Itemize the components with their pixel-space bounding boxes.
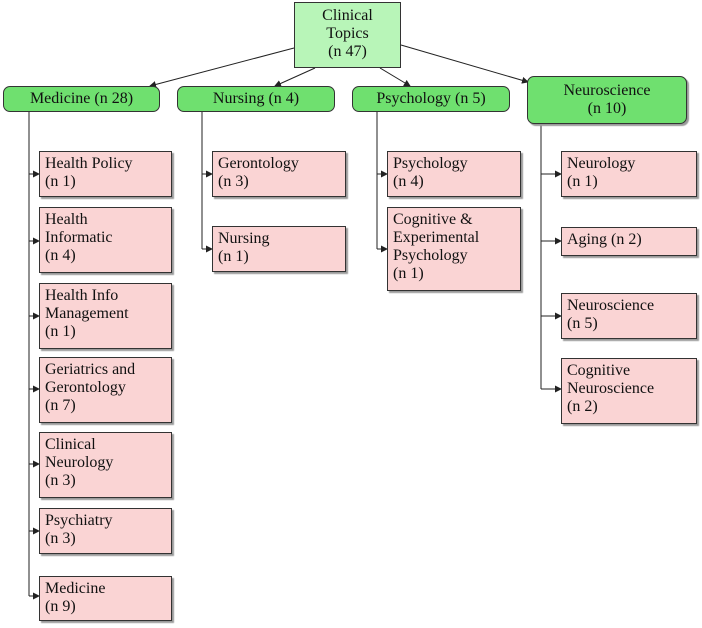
edge-root-nursing — [274, 67, 316, 87]
edge-root-psychology — [379, 67, 411, 87]
category-label: Nursing (n 4) — [212, 90, 300, 107]
leaf-label: (n 3) — [218, 173, 249, 190]
category-node-nursing: Nursing (n 4) — [177, 86, 335, 112]
leaf-label: Neuroscience — [567, 297, 655, 314]
leaf-label: (n 2) — [567, 398, 598, 415]
category-label: (n 10) — [587, 100, 627, 117]
leaf-label: (n 1) — [393, 265, 424, 282]
category-node-psychology: Psychology (n 5) — [352, 86, 510, 112]
edge-root-neuroscience — [400, 44, 529, 84]
leaf-node-clinical-neurology: Clinical Neurology (n 3) — [39, 432, 172, 498]
leaf-label: Clinical — [45, 436, 96, 453]
leaf-label: Health Policy — [45, 155, 133, 172]
leaf-label: Geriatrics and — [45, 361, 136, 378]
leaf-label: (n 1) — [567, 173, 598, 190]
leaf-label: Neurology — [45, 454, 114, 471]
root-line: Clinical — [322, 7, 373, 24]
leaf-label: (n 1) — [45, 173, 76, 190]
leaf-label: Health — [45, 211, 88, 228]
leaf-node-health-policy: Health Policy (n 1) — [39, 151, 172, 197]
root-line: (n 47) — [328, 43, 367, 60]
leaf-node-geriatrics-and-gerontology: Geriatrics and Gerontology (n 7) — [39, 357, 172, 423]
leaf-node-medicine: Medicine (n 9) — [39, 576, 172, 621]
leaf-node-cognitive-neuroscience: Cognitive Neuroscience (n 2) — [561, 358, 697, 424]
leaf-node-nursing: Nursing (n 1) — [212, 226, 346, 272]
root-line: Topics — [326, 25, 369, 42]
leaf-node-neurology: Neurology (n 1) — [561, 151, 697, 197]
category-node-neuroscience: Neuroscience (n 10) — [527, 76, 687, 124]
leaf-label: Cognitive — [567, 362, 631, 379]
category-label: Psychology (n 5) — [376, 90, 486, 107]
root-node-clinical-topics: Clinical Topics (n 47) — [294, 2, 401, 68]
leaf-label: (n 3) — [45, 530, 76, 547]
category-node-medicine: Medicine (n 28) — [3, 86, 160, 112]
edge-root-medicine — [149, 47, 295, 88]
leaf-label: Medicine — [45, 580, 106, 597]
leaf-label: Gerontology — [45, 379, 126, 396]
leaf-label: Cognitive & — [393, 211, 473, 228]
leaf-label: Aging (n 2) — [567, 231, 642, 248]
leaf-node-aging: Aging (n 2) — [561, 227, 697, 256]
leaf-label: Psychology — [393, 247, 468, 264]
leaf-node-gerontology: Gerontology (n 3) — [212, 151, 346, 197]
leaf-node-psychology: Psychology (n 4) — [387, 151, 521, 197]
leaf-label: Management — [45, 305, 129, 322]
leaf-label: (n 3) — [45, 472, 76, 489]
leaf-node-neuroscience: Neuroscience (n 5) — [561, 293, 697, 339]
leaf-label: (n 9) — [45, 598, 76, 615]
leaf-node-cognitive-experimental-psychology: Cognitive & Experimental Psychology (n 1… — [387, 207, 521, 291]
category-label: Medicine (n 28) — [29, 90, 134, 107]
leaf-node-health-informatic: Health Informatic (n 4) — [39, 207, 172, 273]
leaf-label: (n 1) — [45, 323, 76, 340]
category-label: Neuroscience — [563, 82, 651, 99]
leaf-label: (n 7) — [45, 397, 76, 414]
leaf-node-health-info-management: Health Info Management (n 1) — [39, 283, 172, 349]
leaf-node-psychiatry: Psychiatry (n 3) — [39, 508, 172, 554]
leaf-label: Gerontology — [218, 155, 299, 172]
leaf-label: (n 4) — [393, 173, 424, 190]
leaf-label: Experimental — [393, 229, 480, 246]
leaf-label: (n 1) — [218, 248, 249, 265]
leaf-label: Psychiatry — [45, 512, 113, 529]
leaf-label: (n 5) — [567, 315, 598, 332]
leaf-label: Neurology — [567, 155, 636, 172]
leaf-label: Psychology — [393, 155, 468, 172]
leaf-label: Health Info — [45, 287, 119, 304]
leaf-label: (n 4) — [45, 247, 76, 264]
leaf-label: Neuroscience — [567, 380, 655, 397]
leaf-label: Informatic — [45, 229, 113, 246]
leaf-label: Nursing — [218, 230, 270, 247]
